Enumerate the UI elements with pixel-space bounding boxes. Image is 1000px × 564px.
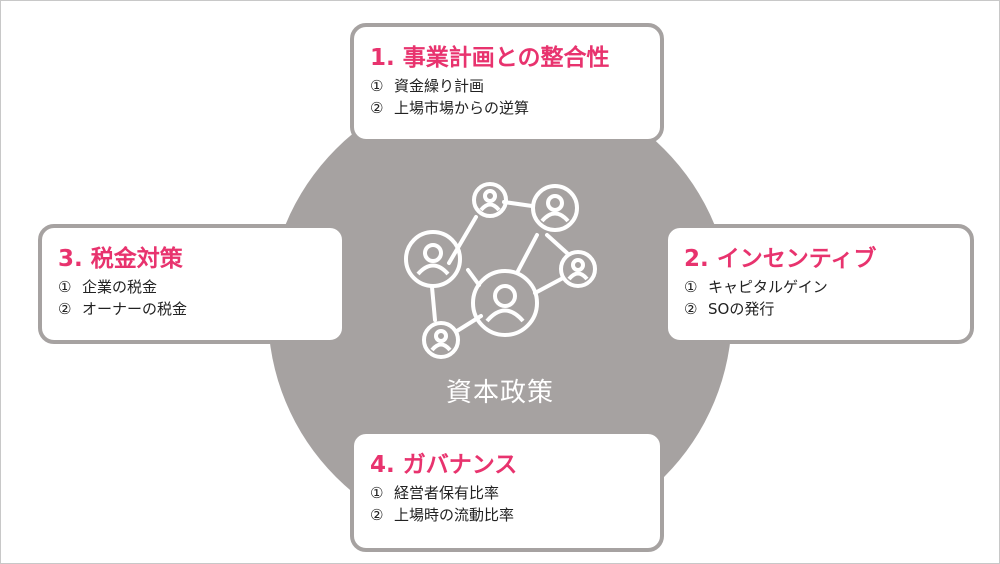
center-title: 資本政策 <box>445 378 554 408</box>
card-heading: 1. 事業計画との整合性 <box>370 45 610 71</box>
card-heading: 2. インセンティブ <box>684 246 877 272</box>
card-heading: 4. ガバナンス <box>370 452 518 478</box>
card-heading: 3. 税金対策 <box>58 246 183 272</box>
network-people-icon <box>404 182 597 359</box>
